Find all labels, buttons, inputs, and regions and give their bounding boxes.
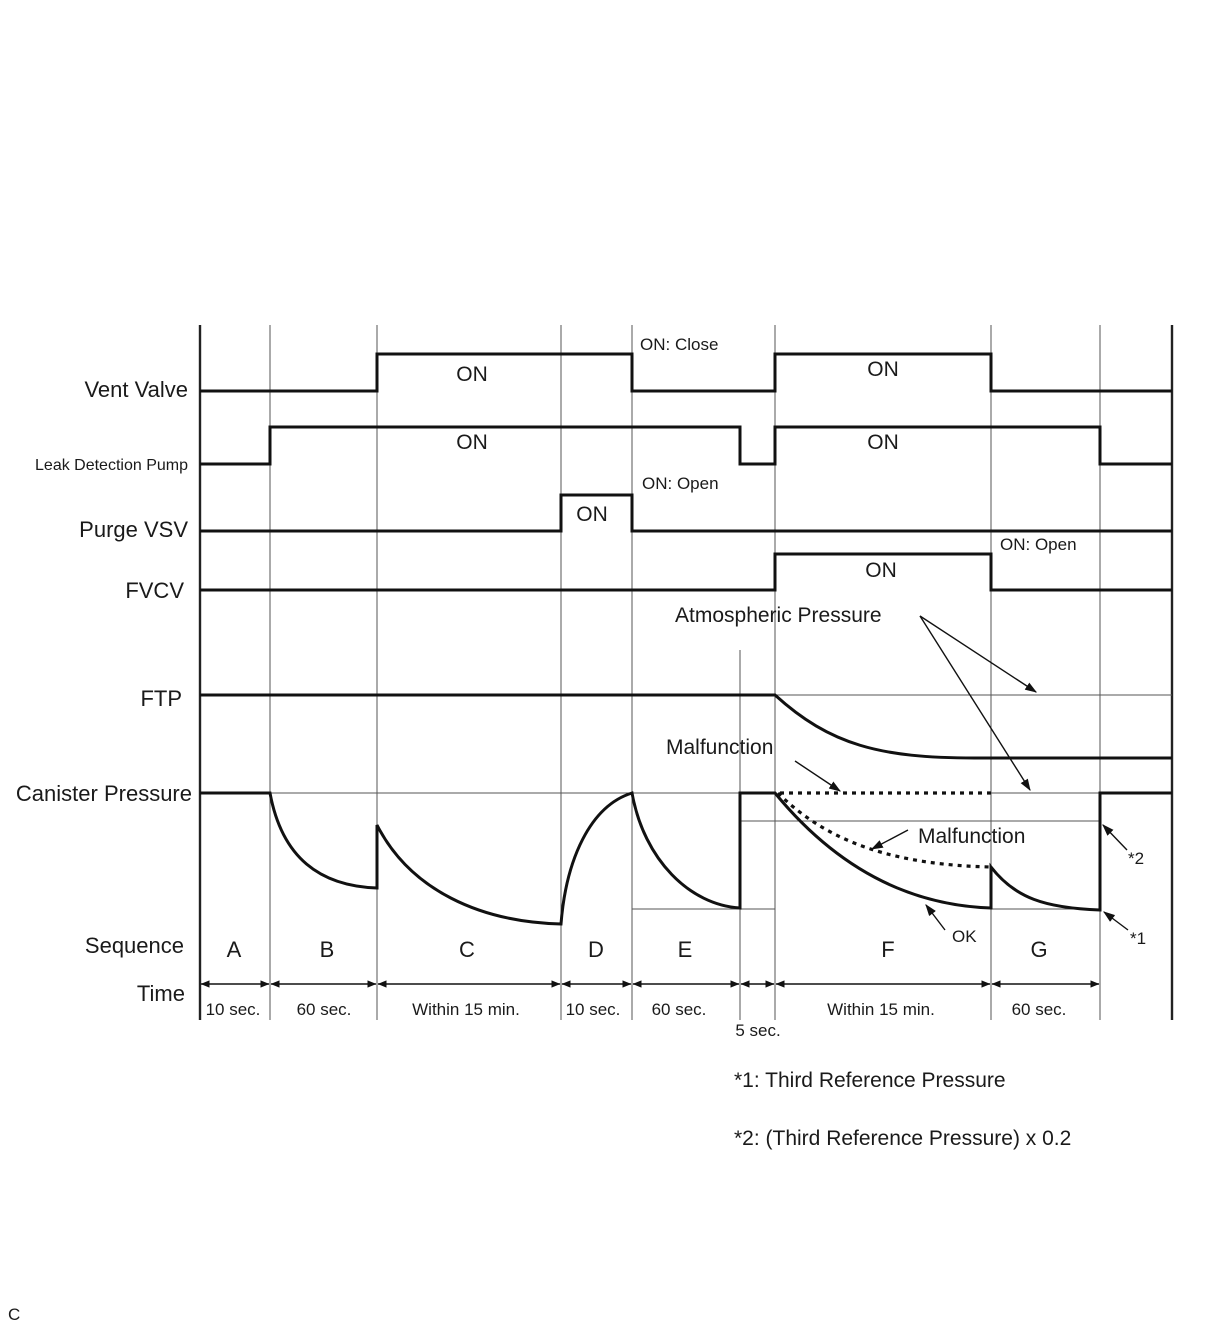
duration-b: 60 sec. (297, 1000, 352, 1019)
sequence-c: C (459, 937, 475, 962)
duration-f: Within 15 min. (827, 1000, 935, 1019)
label-time: Time (137, 981, 185, 1006)
label-leak-detection-pump: Leak Detection Pump (35, 457, 188, 474)
callout-ref1: *1 (1130, 929, 1146, 948)
duration-5sec: 5 sec. (735, 1021, 780, 1040)
vent-valve-waveform (200, 352, 1172, 393)
duration-c: Within 15 min. (412, 1000, 520, 1019)
label-sequence: Sequence (85, 933, 184, 958)
callout-malfunction-top: Malfunction (666, 736, 773, 759)
sequence-f: F (881, 937, 894, 962)
note-on-open-purge: ON: Open (642, 474, 719, 493)
on-label-pump-1: ON (456, 431, 488, 454)
ftp-waveform (200, 693, 1172, 760)
canister-pressure-waveform (200, 791, 1172, 926)
sequence-d: D (588, 937, 604, 962)
purge-vsv-waveform (200, 493, 1172, 533)
sequence-g: G (1030, 937, 1047, 962)
label-ftp: FTP (140, 686, 182, 711)
duration-g: 60 sec. (1012, 1000, 1067, 1019)
on-label-vent-2: ON (867, 358, 899, 381)
callout-ok: OK (952, 927, 977, 946)
label-purge-vsv: Purge VSV (79, 517, 188, 542)
label-canister-pressure: Canister Pressure (16, 781, 192, 806)
duration-d: 10 sec. (566, 1000, 621, 1019)
label-vent-valve: Vent Valve (84, 377, 188, 402)
note-on-close: ON: Close (640, 335, 718, 354)
reference-lines (200, 694, 1172, 910)
on-label-vent-1: ON (456, 363, 488, 386)
callout-atmospheric-pressure: Atmospheric Pressure (675, 604, 882, 627)
duration-a: 10 sec. (206, 1000, 261, 1019)
sequence-e: E (678, 937, 693, 962)
phase-boundaries (198, 325, 1174, 1020)
label-fvcv: FVCV (125, 578, 184, 603)
footnote-2: *2: (Third Reference Pressure) x 0.2 (734, 1127, 1071, 1150)
corner-label: C (8, 1305, 20, 1324)
on-label-fvcv: ON (865, 559, 897, 582)
callout-malfunction-lower: Malfunction (918, 825, 1025, 848)
callout-ref2: *2 (1128, 849, 1144, 868)
leak-detection-pump-waveform (200, 425, 1172, 466)
duration-e: 60 sec. (652, 1000, 707, 1019)
malfunction-dashed-curve (776, 791, 992, 869)
sequence-a: A (227, 937, 242, 962)
on-label-pump-2: ON (867, 431, 899, 454)
fvcv-waveform (200, 552, 1172, 592)
sequence-b: B (320, 937, 335, 962)
footnote-1: *1: Third Reference Pressure (734, 1069, 1006, 1092)
on-label-purge: ON (576, 503, 608, 526)
note-on-open-fvcv: ON: Open (1000, 535, 1077, 554)
